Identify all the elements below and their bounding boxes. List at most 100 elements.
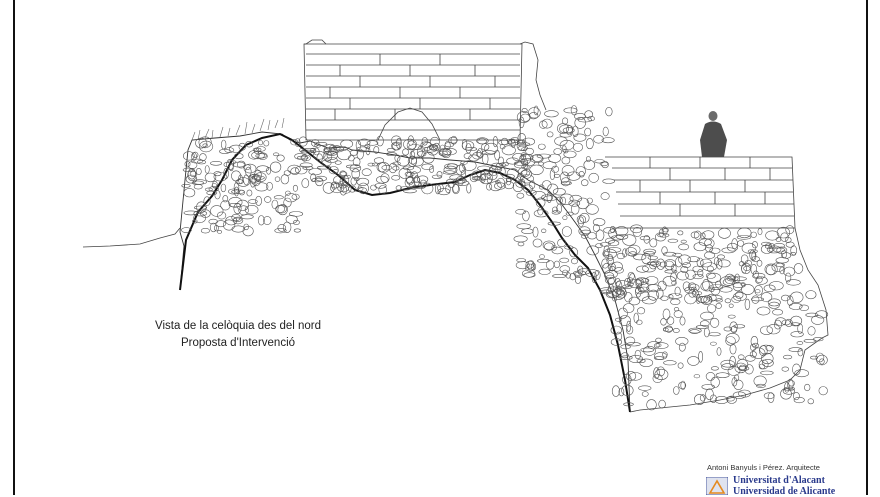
- stone-shape: [442, 147, 457, 156]
- stone-shape: [500, 137, 509, 146]
- stone-shape: [551, 165, 560, 173]
- stone-shape: [634, 349, 642, 360]
- stone-shape: [274, 176, 281, 182]
- stone-shape: [717, 259, 731, 268]
- stone-shape: [231, 170, 242, 182]
- left-frame-border: [13, 0, 15, 495]
- stone-shape: [741, 284, 755, 295]
- stone-shape: [678, 243, 690, 251]
- stone-shape: [677, 230, 684, 236]
- stone-shape: [403, 138, 417, 150]
- stone-shape: [747, 249, 758, 254]
- stone-shape: [678, 342, 686, 352]
- stone-shape: [417, 175, 429, 184]
- stone-shape: [628, 372, 643, 381]
- stone-shape: [784, 382, 790, 393]
- stone-shape: [750, 263, 757, 275]
- stone-shape: [612, 296, 618, 302]
- stone-shape: [541, 180, 552, 191]
- stone-shape: [721, 363, 734, 371]
- stone-shape: [343, 174, 351, 179]
- stone-shape: [603, 227, 615, 234]
- stone-shape: [440, 144, 445, 151]
- stone-shape: [561, 226, 572, 237]
- stone-shape: [210, 161, 223, 166]
- stone-shape: [785, 225, 795, 235]
- stone-shape: [517, 172, 524, 181]
- stone-shape: [529, 154, 544, 163]
- stone-shape: [515, 209, 526, 215]
- stone-shape: [566, 171, 581, 181]
- stone-shape: [196, 168, 202, 176]
- stone-shape: [700, 258, 712, 268]
- stone-shape: [481, 143, 490, 151]
- stone-shape: [715, 298, 723, 303]
- stone-shape: [610, 338, 623, 346]
- stone-shape: [583, 159, 596, 170]
- stone-shape: [756, 259, 763, 267]
- stone-shape: [788, 380, 795, 387]
- stone-shape: [504, 181, 515, 190]
- stone-shape: [719, 286, 733, 293]
- stone-shape: [356, 146, 370, 153]
- stone-shape: [183, 210, 199, 216]
- stone-shape: [191, 180, 204, 185]
- stone-shape: [506, 138, 515, 145]
- stone-shape: [673, 307, 680, 312]
- stone-shape: [376, 135, 384, 147]
- stone-shape: [656, 287, 664, 299]
- stone-shape: [607, 254, 614, 262]
- stone-shape: [552, 188, 566, 196]
- stone-shape: [664, 260, 675, 271]
- stone-shape: [330, 145, 345, 153]
- stone-shape: [665, 325, 673, 333]
- stone-shape: [494, 167, 503, 172]
- stone-shape: [764, 263, 778, 275]
- stone-shape: [471, 170, 482, 179]
- stone-shape: [577, 265, 584, 275]
- stone-shape: [643, 248, 657, 255]
- stone-shape: [786, 279, 801, 286]
- stone-shape: [716, 347, 722, 356]
- stone-shape: [675, 256, 683, 268]
- stone-shape: [228, 197, 243, 208]
- stone-shape: [274, 228, 287, 234]
- stone-shape: [714, 257, 719, 266]
- stone-shape: [493, 182, 506, 190]
- stone-shape: [296, 155, 309, 160]
- stone-shape: [670, 272, 677, 282]
- stone-shape: [533, 209, 549, 218]
- stone-shape: [704, 238, 715, 249]
- stone-shape: [554, 136, 568, 146]
- stone-shape: [426, 144, 439, 156]
- stone-shape: [772, 309, 783, 316]
- stone-shape: [270, 161, 282, 173]
- stone-shape: [521, 108, 528, 113]
- stone-shape: [542, 161, 557, 170]
- stone-shape: [720, 359, 735, 368]
- stone-shape: [516, 111, 531, 123]
- stone-shape: [595, 243, 603, 248]
- stone-shape: [569, 247, 578, 258]
- stone-shape: [323, 150, 333, 162]
- stone-shape: [773, 247, 786, 253]
- stone-shape: [601, 137, 615, 144]
- stone-shape: [357, 186, 364, 192]
- drawing-caption: Vista de la celòquia des del nord Propos…: [138, 318, 338, 352]
- stone-shape: [569, 194, 582, 203]
- stone-shape: [193, 184, 203, 190]
- stone-shape: [603, 245, 610, 256]
- stone-shape: [347, 155, 355, 162]
- stone-shape: [255, 153, 267, 159]
- stone-shape: [536, 153, 552, 159]
- stone-shape: [695, 293, 701, 304]
- stone-shape: [673, 386, 680, 395]
- stone-shape: [263, 216, 272, 225]
- stone-shape: [562, 215, 568, 220]
- stone-shape: [446, 178, 459, 184]
- stone-shape: [780, 250, 787, 259]
- stone-shape: [586, 197, 593, 204]
- stone-shape: [482, 153, 489, 165]
- stone-shape: [502, 173, 515, 180]
- stone-shape: [618, 315, 631, 326]
